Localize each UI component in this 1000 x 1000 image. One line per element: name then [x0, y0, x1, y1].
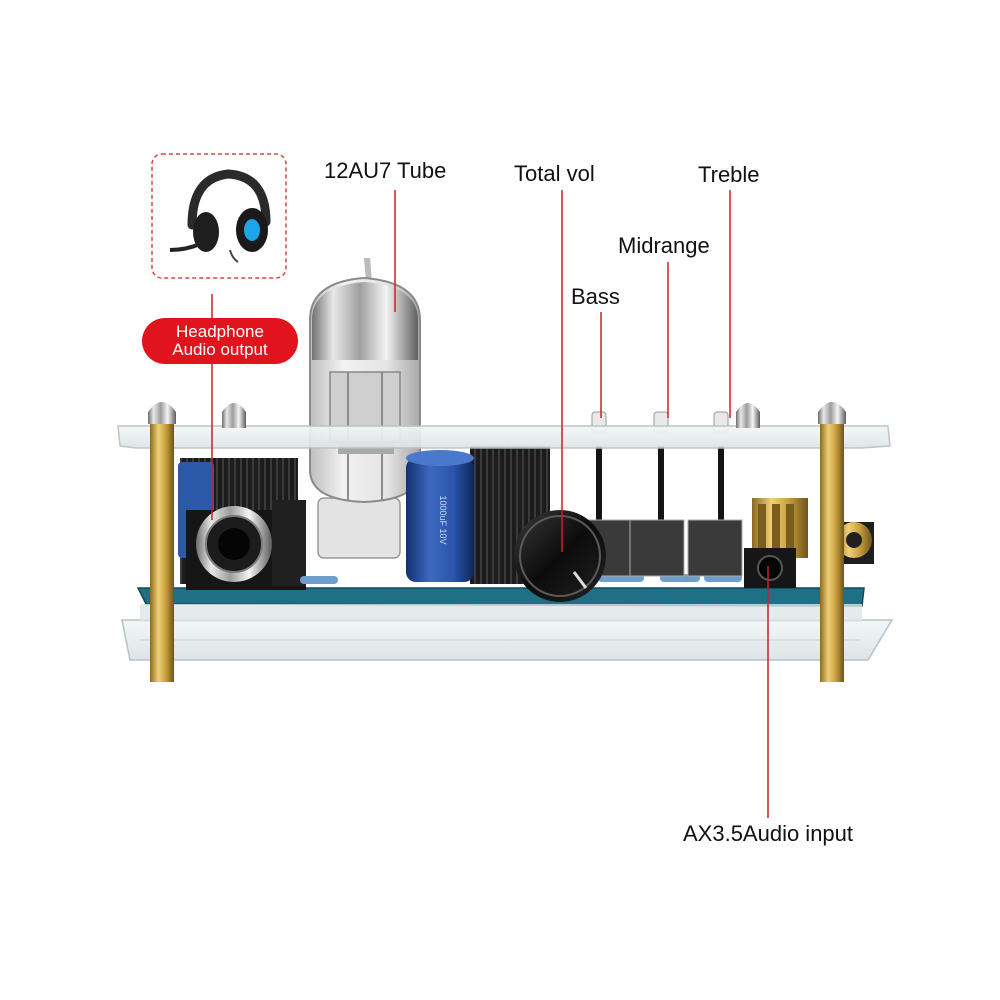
headphone-output-line2: Audio output — [172, 340, 268, 359]
volume-knob — [514, 510, 606, 602]
headphone-output-line1: Headphone — [176, 322, 264, 341]
aux-jack — [744, 548, 796, 588]
rca-jack — [834, 522, 874, 564]
headphone-output-badge: Headphone Audio output — [142, 318, 298, 364]
top-acrylic-plate — [117, 425, 891, 449]
label-audio-input: AX3.5Audio input — [683, 821, 854, 846]
label-total-vol: Total vol — [514, 161, 595, 186]
bottom-acrylic-plate — [121, 619, 894, 661]
capacitor: 1000uF 10V — [406, 450, 474, 582]
capacitor-print: 1000uF 10V — [438, 495, 448, 544]
label-bass: Bass — [571, 284, 620, 309]
headphone-thumbnail — [151, 153, 287, 279]
vacuum-tube-12au7 — [309, 258, 421, 559]
label-tube: 12AU7 Tube — [324, 158, 447, 183]
label-midrange: Midrange — [618, 233, 710, 258]
label-treble: Treble — [698, 162, 760, 187]
brass-standoffs — [148, 402, 846, 682]
headphone-icon — [169, 169, 271, 263]
pcb-board — [136, 587, 865, 622]
headphone-jack — [186, 500, 306, 590]
